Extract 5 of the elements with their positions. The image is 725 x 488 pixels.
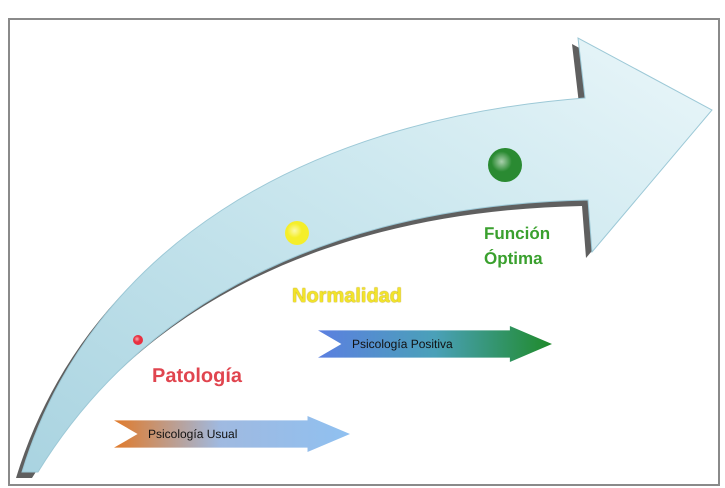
stage-label: Función Óptima (484, 223, 552, 270)
arrow-label: Psicología Usual (148, 427, 238, 441)
stage-label: Normalidad (292, 284, 402, 309)
stage-label: Patología (152, 364, 242, 389)
arrow-label: Psicología Positiva (352, 337, 453, 351)
